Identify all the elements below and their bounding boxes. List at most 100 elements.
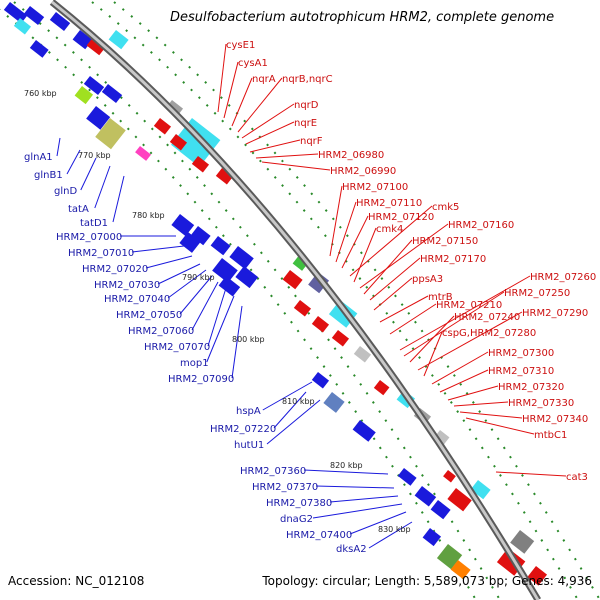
left-label-leader <box>368 521 413 549</box>
reverse-gene <box>171 118 221 167</box>
forward-gene <box>179 232 201 253</box>
right-label-leader <box>359 223 449 289</box>
reverse-gene <box>331 330 350 347</box>
right-gene-label: HRM2_07340 <box>522 414 588 425</box>
left-label-leader <box>312 503 403 519</box>
genome-backbone <box>49 0 542 600</box>
right-gene-label: HRM2_07320 <box>498 382 564 393</box>
reverse-gene <box>470 480 491 500</box>
forward-gene <box>83 76 105 95</box>
reverse-gene <box>433 430 450 446</box>
left-gene-label: HRM2_07040 <box>104 294 170 305</box>
forward-gene <box>135 146 152 161</box>
right-label-leader <box>245 121 295 145</box>
forward-gene <box>218 276 241 297</box>
right-label-leader <box>349 205 433 277</box>
left-gene-label: HRM2_07090 <box>168 374 234 385</box>
reverse-gene <box>191 155 210 173</box>
right-label-leader <box>447 385 499 401</box>
forward-gene <box>171 213 195 237</box>
right-gene-label: HRM2_07240 <box>454 312 520 323</box>
left-label-leader <box>157 263 201 285</box>
right-gene-label: HRM2_07150 <box>412 236 478 247</box>
label-leaders <box>56 43 567 549</box>
left-label-leader <box>131 245 185 253</box>
right-gene-label: HRM2_07210 <box>436 300 502 311</box>
right-gene-label: HRM2_07300 <box>488 348 554 359</box>
reverse-gene <box>510 530 535 554</box>
reverse-gene <box>169 134 188 151</box>
reverse-gene <box>311 315 330 333</box>
right-gene-label: HRM2_06990 <box>330 166 396 177</box>
kbp-label: 770 kbp <box>78 151 111 160</box>
reverse-gene <box>108 29 129 50</box>
left-label-leader <box>315 485 395 489</box>
kbp-label: 820 kbp <box>330 461 363 470</box>
right-label-leader <box>439 369 489 393</box>
right-gene-label: HRM2_07260 <box>530 272 596 283</box>
right-label-leader <box>231 77 253 127</box>
right-label-leader <box>423 331 443 377</box>
reverse-gene <box>308 271 330 294</box>
right-label-leader <box>329 185 343 257</box>
right-label-leader <box>223 61 239 119</box>
reverse-gene <box>86 36 107 56</box>
left-gene-label: HRM2_07070 <box>144 342 210 353</box>
right-label-leader <box>363 239 413 295</box>
right-gene-label: HRM2_07120 <box>368 212 434 223</box>
right-gene-label: HRM2_07110 <box>356 198 422 209</box>
map-title: Desulfobacterium autotrophicum HRM2, com… <box>170 10 555 25</box>
kbp-label: 760 kbp <box>24 89 57 98</box>
right-gene-label: mtrB <box>428 292 453 303</box>
forward-gene <box>422 527 442 547</box>
reverse-gene <box>443 469 456 483</box>
right-gene-label: nqrF <box>300 136 323 147</box>
right-label-leader <box>241 103 295 139</box>
right-label-leader <box>261 161 331 171</box>
left-gene-label: glnD <box>54 186 77 197</box>
forward-gene <box>95 117 126 150</box>
left-label-leader <box>112 175 125 223</box>
right-gene-label: cmk4 <box>376 224 403 235</box>
left-gene-label: HRM2_07000 <box>56 232 122 243</box>
right-gene-label: nqrA <box>252 74 276 85</box>
left-gene-label: HRM2_07050 <box>116 310 182 321</box>
left-label-leader <box>167 269 207 299</box>
left-gene-label: dnaG2 <box>280 514 313 525</box>
right-label-leader <box>379 295 429 323</box>
left-gene-label: tatA <box>68 204 89 215</box>
right-gene-label: HRM2_07290 <box>522 308 588 319</box>
left-gene-label: HRM2_07060 <box>128 326 194 337</box>
right-gene-label: HRM2_07100 <box>342 182 408 193</box>
forward-gene <box>229 245 254 270</box>
left-label-leader <box>191 281 219 331</box>
left-gene-label: dksA2 <box>336 544 367 555</box>
left-label-leader <box>303 469 389 475</box>
forward-gene <box>23 5 45 25</box>
reverse-gene <box>527 566 548 586</box>
right-label-leader <box>495 471 567 477</box>
left-gene-label: HRM2_07020 <box>82 264 148 275</box>
reverse-gene <box>282 270 303 290</box>
left-gene-label: HRM2_07370 <box>252 482 318 493</box>
left-label-leader <box>206 295 235 363</box>
right-label-leader <box>417 311 523 371</box>
left-label-leader <box>145 255 193 269</box>
right-gene-label: HRM2_07310 <box>488 366 554 377</box>
forward-gene <box>235 266 259 289</box>
right-gene-label: cmk5 <box>432 202 459 213</box>
right-label-leader <box>335 201 357 263</box>
left-label-leader <box>329 495 399 503</box>
right-gene-label: mtbC1 <box>534 430 567 441</box>
reverse-gene <box>447 488 472 512</box>
right-label-leader <box>341 215 369 269</box>
reverse-gene <box>153 118 172 135</box>
forward-gene <box>74 86 94 105</box>
right-gene-label: cysE1 <box>226 40 255 51</box>
left-label-leader <box>231 305 243 379</box>
forward-gene <box>311 371 330 389</box>
left-label-leader <box>179 275 213 315</box>
forward-gene <box>323 391 345 413</box>
right-gene-label: HRM2_06980 <box>318 150 384 161</box>
kbp-label: 830 kbp <box>378 525 411 534</box>
